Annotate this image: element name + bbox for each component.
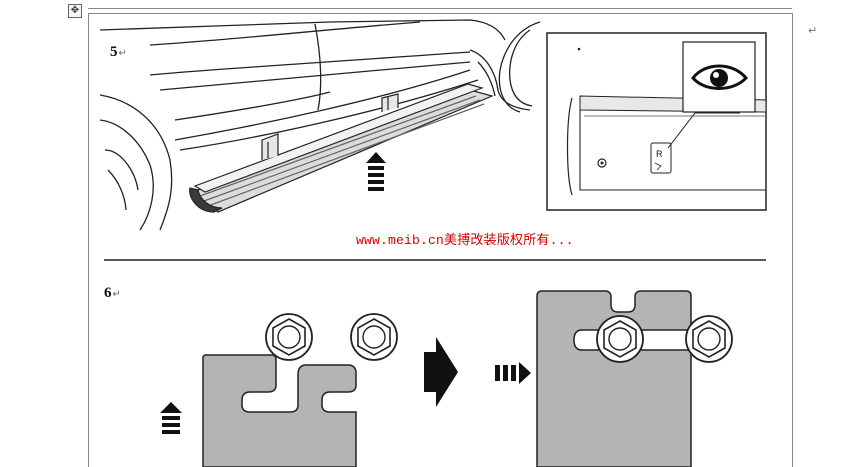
page-top-border xyxy=(88,8,792,9)
stacked-up-arrow-icon xyxy=(366,152,386,191)
watermark-text: www.meib.cn美搏改装版权所有... xyxy=(356,233,574,248)
paragraph-mark: ↵ xyxy=(808,24,818,37)
label-r: R xyxy=(656,149,663,159)
step-5-number: 5↵ xyxy=(110,44,127,60)
bracket-plate-before xyxy=(202,354,357,467)
vehicle-side-drawing xyxy=(99,19,541,231)
bolt-nut-installed-right xyxy=(685,315,733,363)
detail-inset: R xyxy=(546,32,767,211)
eye-icon xyxy=(691,64,748,90)
stacked-right-arrow-icon xyxy=(495,362,531,384)
step-6-number: 6↵ xyxy=(104,285,121,301)
page-top-border-2 xyxy=(88,13,793,14)
solid-right-arrow-icon xyxy=(424,337,458,407)
stacked-up-arrow-icon-2 xyxy=(160,402,182,434)
table-move-handle[interactable]: ✥ xyxy=(68,4,82,18)
page-left-border xyxy=(88,13,89,467)
bracket-plate-after xyxy=(536,290,725,467)
page-right-border xyxy=(792,13,793,467)
bolt-nut-installed-left xyxy=(596,315,644,363)
running-board xyxy=(189,83,494,213)
bolt-nut-left xyxy=(265,313,313,361)
bolt-nut-right xyxy=(350,313,398,361)
